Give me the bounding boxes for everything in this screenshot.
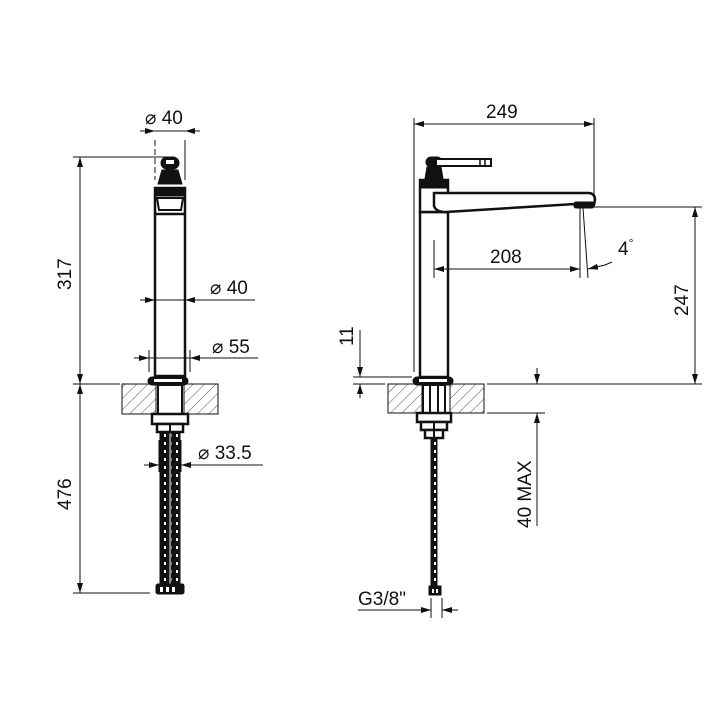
reach-249-label: 249 bbox=[486, 102, 518, 123]
body bbox=[153, 186, 187, 378]
shank-diameter-label: ⌀ 33.5 bbox=[198, 443, 252, 464]
body-diameter-label: ⌀ 40 bbox=[210, 278, 248, 299]
diameter-icon: ⌀ bbox=[210, 278, 222, 299]
top-diameter-label: ⌀ 40 bbox=[145, 108, 183, 129]
front-view bbox=[121, 156, 219, 595]
body bbox=[418, 210, 450, 379]
degree-icon: ° bbox=[628, 236, 634, 250]
thread-g38-label: G3/8" bbox=[358, 589, 406, 610]
deck-section-left bbox=[121, 383, 157, 415]
front-dimensions bbox=[73, 128, 263, 594]
hose-right bbox=[170, 431, 181, 585]
deck-section-left bbox=[387, 383, 423, 414]
hose-length-476-label: 476 bbox=[55, 478, 76, 510]
lever-handle bbox=[435, 158, 492, 167]
reach-208-label: 208 bbox=[490, 247, 522, 268]
deck-section-right bbox=[183, 383, 219, 415]
deck-section-right bbox=[449, 383, 485, 414]
diameter-icon: ⌀ bbox=[212, 337, 224, 358]
diameter-icon: ⌀ bbox=[198, 443, 210, 464]
spout bbox=[432, 191, 597, 214]
height-247-label: 247 bbox=[672, 284, 693, 316]
deck-40-max-label: 40 MAX bbox=[515, 460, 536, 528]
base-11-label: 11 bbox=[337, 326, 358, 346]
hose-left bbox=[159, 431, 170, 585]
side-dimensions bbox=[353, 118, 702, 618]
hose bbox=[430, 437, 438, 587]
base-diameter-label: ⌀ 55 bbox=[212, 337, 250, 358]
angle-label: 4° bbox=[618, 236, 634, 260]
height-317-label: 317 bbox=[55, 258, 76, 290]
side-view bbox=[387, 156, 597, 596]
diameter-icon: ⌀ bbox=[145, 108, 157, 129]
